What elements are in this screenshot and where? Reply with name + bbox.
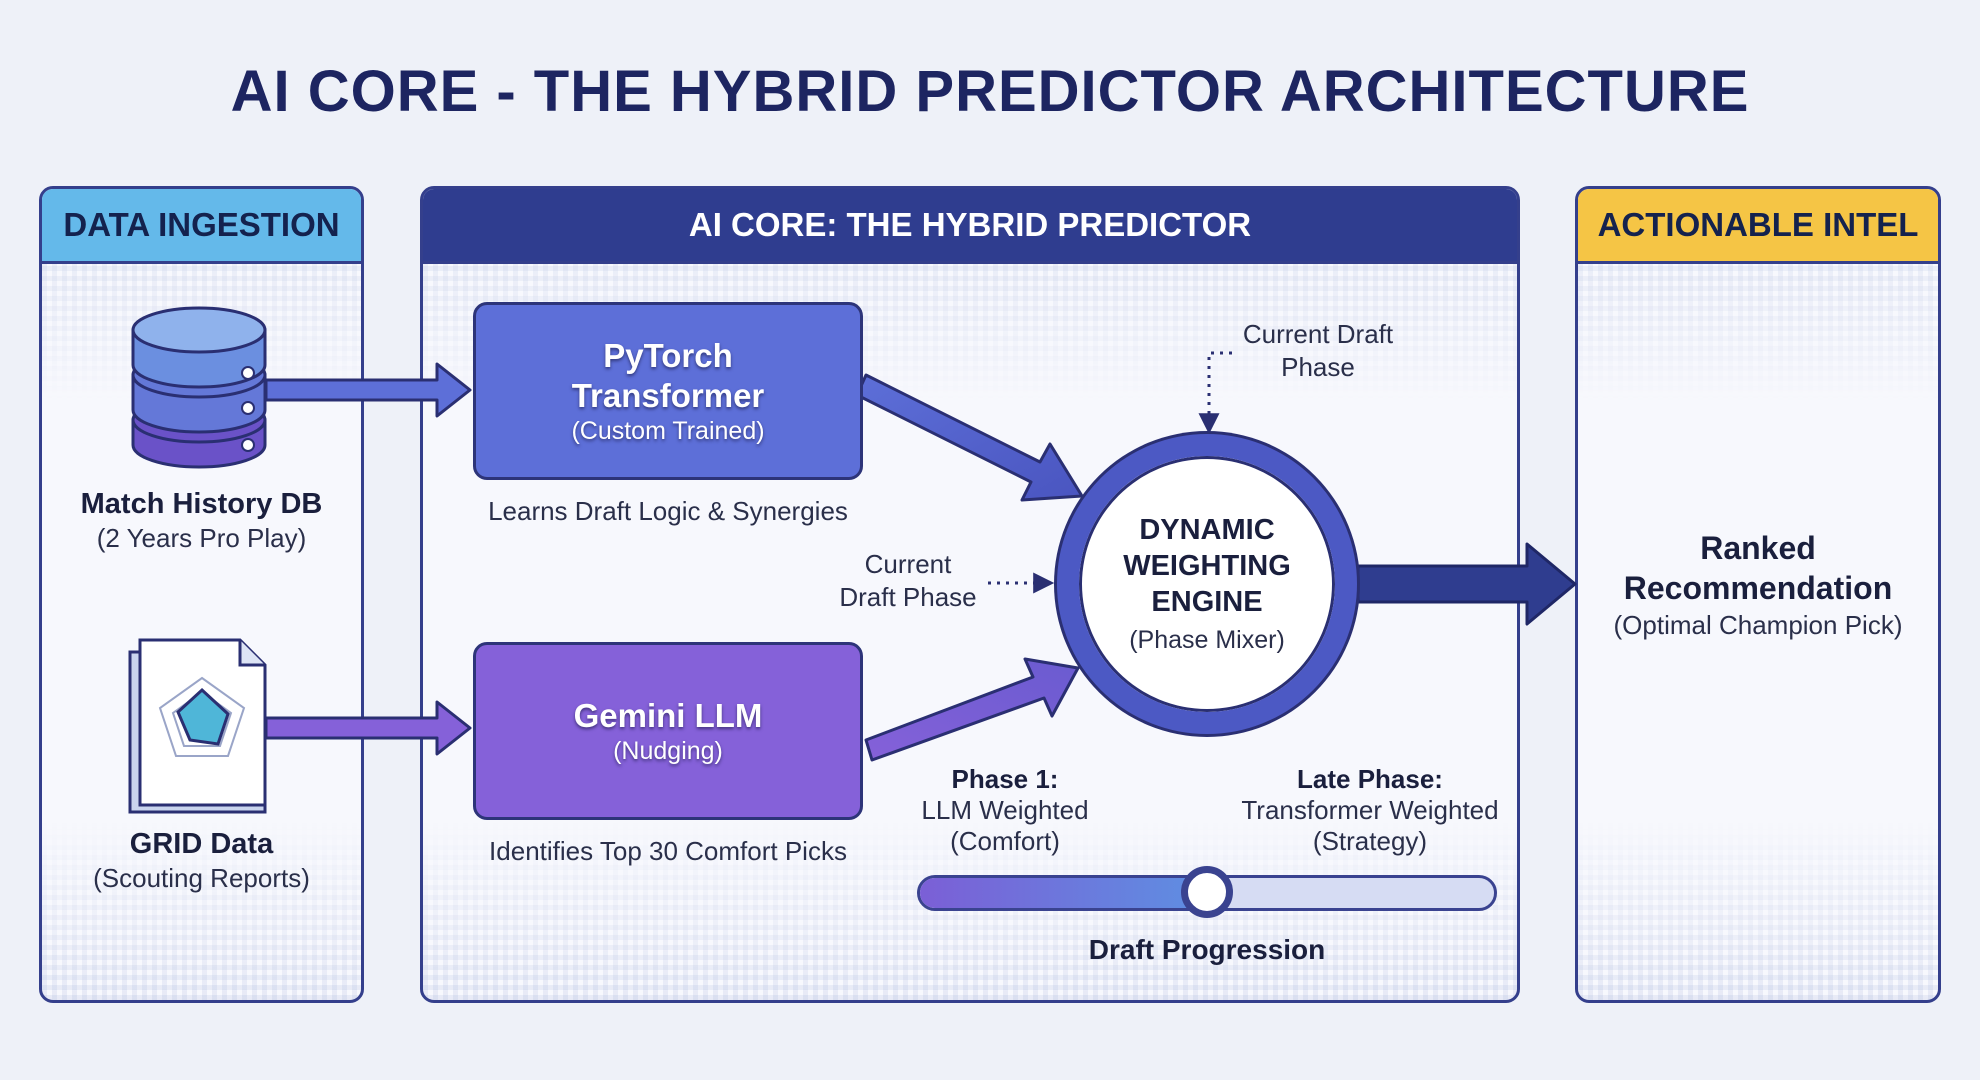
engine-subtitle: (Phase Mixer) xyxy=(1129,626,1285,654)
output-line1: Ranked xyxy=(1700,530,1816,566)
pixel-texture xyxy=(1578,820,1938,1000)
gemini-title: Gemini LLM xyxy=(573,697,763,734)
grid-data-title: GRID Data xyxy=(129,828,274,860)
arrow-db-to-pytorch xyxy=(264,362,472,418)
top-phase-line2: Phase xyxy=(1281,352,1355,382)
gemini-subtitle: (Nudging) xyxy=(613,737,723,765)
data-ingestion-header: DATA INGESTION xyxy=(42,189,361,264)
late-phase-line2: (Strategy) xyxy=(1312,826,1428,856)
dotted-arrow-top-phase xyxy=(1198,351,1232,435)
database-icon xyxy=(131,306,267,469)
top-phase-line1: Current Draft xyxy=(1242,319,1394,349)
scouting-report-icon xyxy=(128,638,267,814)
output-line2: Recommendation xyxy=(1623,570,1893,606)
data-ingestion-panel: DATA INGESTION xyxy=(39,186,364,1003)
ranked-recommendation-output: Ranked Recommendation (Optimal Champion … xyxy=(1578,528,1938,641)
arrow-engine-to-output xyxy=(1356,542,1577,626)
match-history-subtitle: (2 Years Pro Play) xyxy=(96,523,307,553)
gemini-caption: Identifies Top 30 Comfort Picks xyxy=(489,836,847,866)
pytorch-subtitle: (Custom Trained) xyxy=(571,417,765,445)
engine-line1: DYNAMIC xyxy=(1139,514,1275,546)
pixel-texture xyxy=(1578,261,1938,401)
pytorch-title-line2: Transformer xyxy=(571,377,765,414)
phase1-label: Phase 1: LLM Weighted (Comfort) xyxy=(880,764,1130,857)
phase1-line1: LLM Weighted xyxy=(921,795,1089,825)
pytorch-title-line1: PyTorch xyxy=(603,337,733,374)
pytorch-transformer-box: PyTorch Transformer (Custom Trained) xyxy=(473,302,863,480)
grid-data-subtitle: (Scouting Reports) xyxy=(93,863,310,893)
draft-progression-label: Draft Progression xyxy=(1088,934,1326,965)
top-phase-input-label: Current Draft Phase xyxy=(1218,318,1418,384)
page-title: AI CORE - THE HYBRID PREDICTOR ARCHITECT… xyxy=(230,59,1750,124)
late-phase-title: Late Phase: xyxy=(1297,764,1443,794)
pixel-texture xyxy=(42,820,361,1000)
grid-data-label: GRID Data (Scouting Reports) xyxy=(40,828,363,894)
arrow-gemini-to-engine xyxy=(864,657,1080,762)
phase1-title: Phase 1: xyxy=(951,764,1059,794)
dynamic-weighting-engine: DYNAMIC WEIGHTING ENGINE (Phase Mixer) xyxy=(1057,434,1357,734)
match-history-label: Match History DB (2 Years Pro Play) xyxy=(40,488,363,554)
engine-line2: WEIGHTING xyxy=(1123,550,1291,582)
match-history-title: Match History DB xyxy=(80,488,323,520)
actionable-intel-panel: ACTIONABLE INTEL xyxy=(1575,186,1941,1003)
gemini-llm-box: Gemini LLM (Nudging) xyxy=(473,642,863,820)
arrow-pytorch-to-engine xyxy=(855,373,1084,502)
ai-core-header: AI CORE: THE HYBRID PREDICTOR xyxy=(423,189,1517,264)
output-subtitle: (Optimal Champion Pick) xyxy=(1613,610,1903,640)
arrow-grid-to-gemini xyxy=(264,700,472,756)
left-phase-input-label: Current Draft Phase xyxy=(818,548,998,614)
pytorch-caption: Learns Draft Logic & Synergies xyxy=(488,496,848,526)
left-phase-line2: Draft Phase xyxy=(839,582,977,612)
late-phase-label: Late Phase: Transformer Weighted (Strate… xyxy=(1220,764,1520,857)
draft-progression-knob[interactable] xyxy=(1181,866,1233,918)
phase1-line2: (Comfort) xyxy=(950,826,1060,856)
draft-progression-fill xyxy=(920,878,1207,908)
left-phase-line1: Current xyxy=(864,549,952,579)
actionable-intel-header: ACTIONABLE INTEL xyxy=(1578,189,1938,264)
late-phase-line1: Transformer Weighted xyxy=(1241,795,1499,825)
engine-line3: ENGINE xyxy=(1151,586,1263,618)
